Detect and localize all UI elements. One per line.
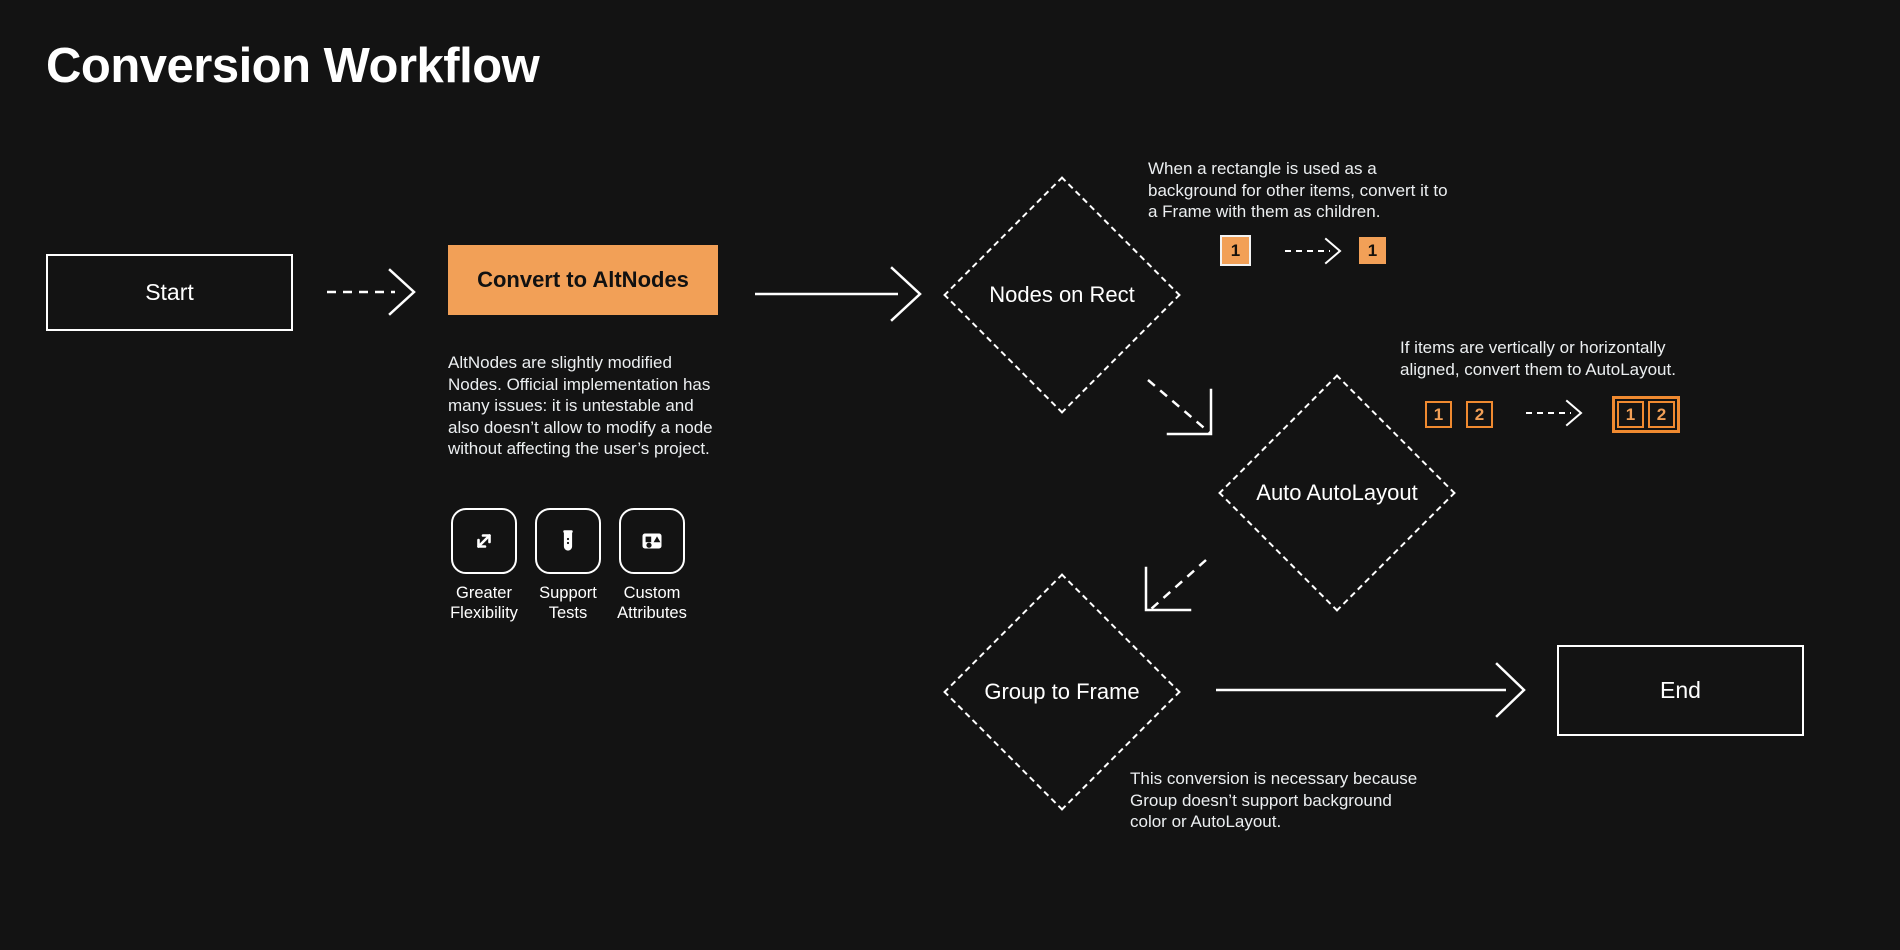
node-group-to-frame[interactable]: Group to Frame [943,573,1181,811]
annotation-nodes-on-rect: When a rectangle is used as a background… [1148,159,1448,221]
badge-after-group: 1 2 [1612,396,1680,433]
node-group-to-frame-label: Group to Frame [984,679,1140,704]
badge-after-2: 2 [1648,401,1675,428]
feature-label: Greater Flexibility [450,584,518,622]
badge-after-1: 1 [1617,401,1644,428]
test-tube-icon [535,508,601,574]
edge-start-to-convert [327,268,416,316]
badge-before-1: 1 [1425,401,1452,428]
feature-greater-flexibility: Greater Flexibility [450,508,518,623]
node-start[interactable]: Start [46,254,293,331]
badge-diagram-nodes-on-rect: 1 1 [1220,235,1386,266]
edge-grouptoframe-to-end [1216,662,1526,718]
page-title: Conversion Workflow [46,39,540,93]
convert-description: AltNodes are slightly modified Nodes. Of… [448,353,713,458]
badge-before-1: 1 [1220,235,1251,266]
feature-support-tests: Support Tests [535,508,601,623]
node-auto-autolayout-label: Auto AutoLayout [1256,480,1418,505]
edge-convert-to-nodesonrect [755,266,922,322]
badge-before-2: 2 [1466,401,1493,428]
feature-custom-attributes: Custom Attributes [617,508,687,623]
annotation-auto-autolayout: If items are vertically or horizontally … [1400,338,1676,379]
node-start-label: Start [145,279,194,305]
feature-list: Greater Flexibility Support Tests [450,508,687,623]
badge-after-1: 1 [1359,237,1386,264]
node-end-label: End [1660,677,1701,703]
node-convert-to-altnodes[interactable]: Convert to AltNodes [448,245,718,315]
feature-label: Support Tests [539,584,597,622]
expand-arrows-icon [451,508,517,574]
node-end[interactable]: End [1557,645,1804,736]
node-nodes-on-rect[interactable]: Nodes on Rect [943,176,1181,414]
shapes-card-icon [619,508,685,574]
node-convert-label: Convert to AltNodes [477,267,689,292]
feature-label: Custom Attributes [617,584,687,622]
node-auto-autolayout[interactable]: Auto AutoLayout [1218,374,1456,612]
node-nodes-on-rect-label: Nodes on Rect [989,282,1135,307]
badge-diagram-auto-autolayout: 1 2 1 2 [1425,396,1680,433]
annotation-group-to-frame: This conversion is necessary because Gro… [1130,769,1418,831]
